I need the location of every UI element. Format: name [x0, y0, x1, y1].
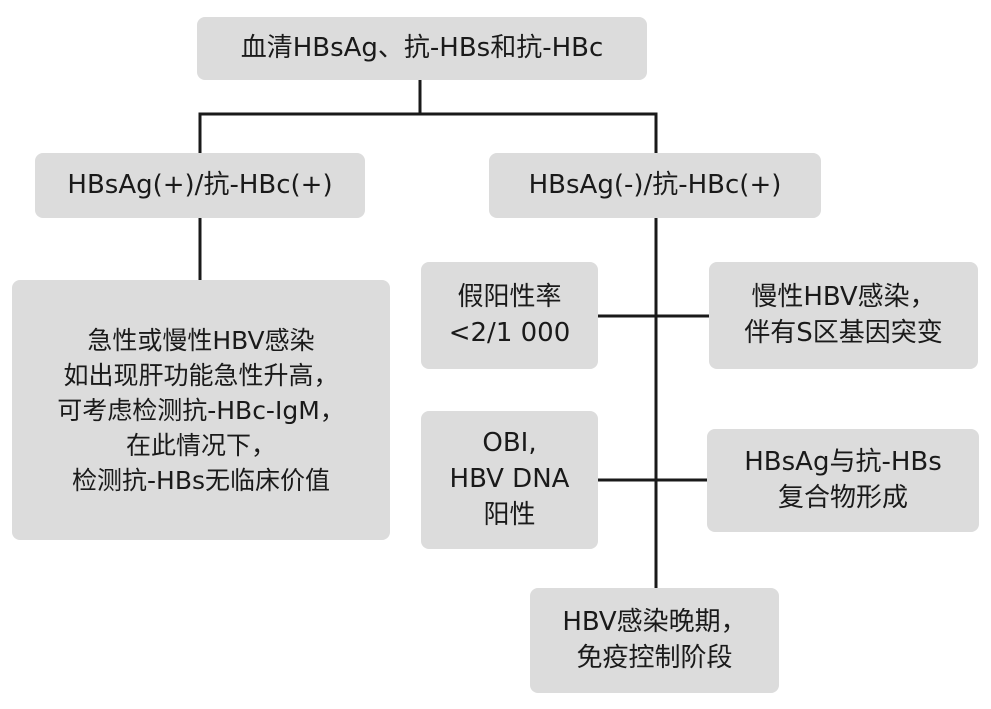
node-acute-line-3: 可考虑检测抗-HBc-IgM，: [57, 395, 345, 425]
node-s-region-line-1: 慢性HBV感染，: [751, 281, 936, 312]
node-obi-line-1: OBI,: [482, 428, 537, 459]
node-complex-line-1: HBsAg与抗-HBs: [744, 446, 942, 477]
node-false-positive-line-2: <2/1 000: [448, 317, 571, 348]
node-late-infection-stage: HBV感染晚期， 免疫控制阶段: [530, 588, 779, 693]
node-acute-chronic-infection: 急性或慢性HBV感染 如出现肝功能急性升高， 可考虑检测抗-HBc-IgM， 在…: [12, 280, 390, 540]
node-false-positive-rate: 假阳性率 <2/1 000: [421, 262, 598, 369]
node-hbsag-positive-line: HBsAg(+)/抗-HBc(+): [67, 169, 333, 200]
node-serum-markers: 血清HBsAg、抗-HBs和抗-HBc: [197, 17, 647, 80]
node-serum-markers-line: 血清HBsAg、抗-HBs和抗-HBc: [240, 32, 604, 63]
node-obi-dna-positive: OBI, HBV DNA 阳性: [421, 411, 598, 549]
node-s-region-mutation: 慢性HBV感染， 伴有S区基因突变: [709, 262, 978, 369]
node-s-region-line-2: 伴有S区基因突变: [744, 317, 943, 348]
node-false-positive-line-1: 假阳性率: [457, 281, 562, 312]
node-obi-line-2: HBV DNA: [449, 464, 570, 495]
node-acute-line-4: 在此情况下，: [125, 430, 276, 460]
node-immune-complex: HBsAg与抗-HBs 复合物形成: [707, 429, 979, 532]
node-complex-line-2: 复合物形成: [777, 482, 908, 513]
node-obi-line-3: 阳性: [483, 499, 536, 530]
node-hbsag-positive: HBsAg(+)/抗-HBc(+): [35, 153, 365, 218]
node-acute-line-5: 检测抗-HBs无临床价值: [72, 465, 330, 495]
node-late-line-2: 免疫控制阶段: [576, 642, 733, 673]
node-hbsag-negative-line: HBsAg(-)/抗-HBc(+): [528, 169, 782, 200]
node-hbsag-negative: HBsAg(-)/抗-HBc(+): [489, 153, 821, 218]
node-late-line-1: HBV感染晚期，: [562, 606, 747, 637]
node-acute-line-2: 如出现肝功能急性升高，: [63, 360, 339, 390]
node-acute-line-1: 急性或慢性HBV感染: [87, 325, 315, 355]
